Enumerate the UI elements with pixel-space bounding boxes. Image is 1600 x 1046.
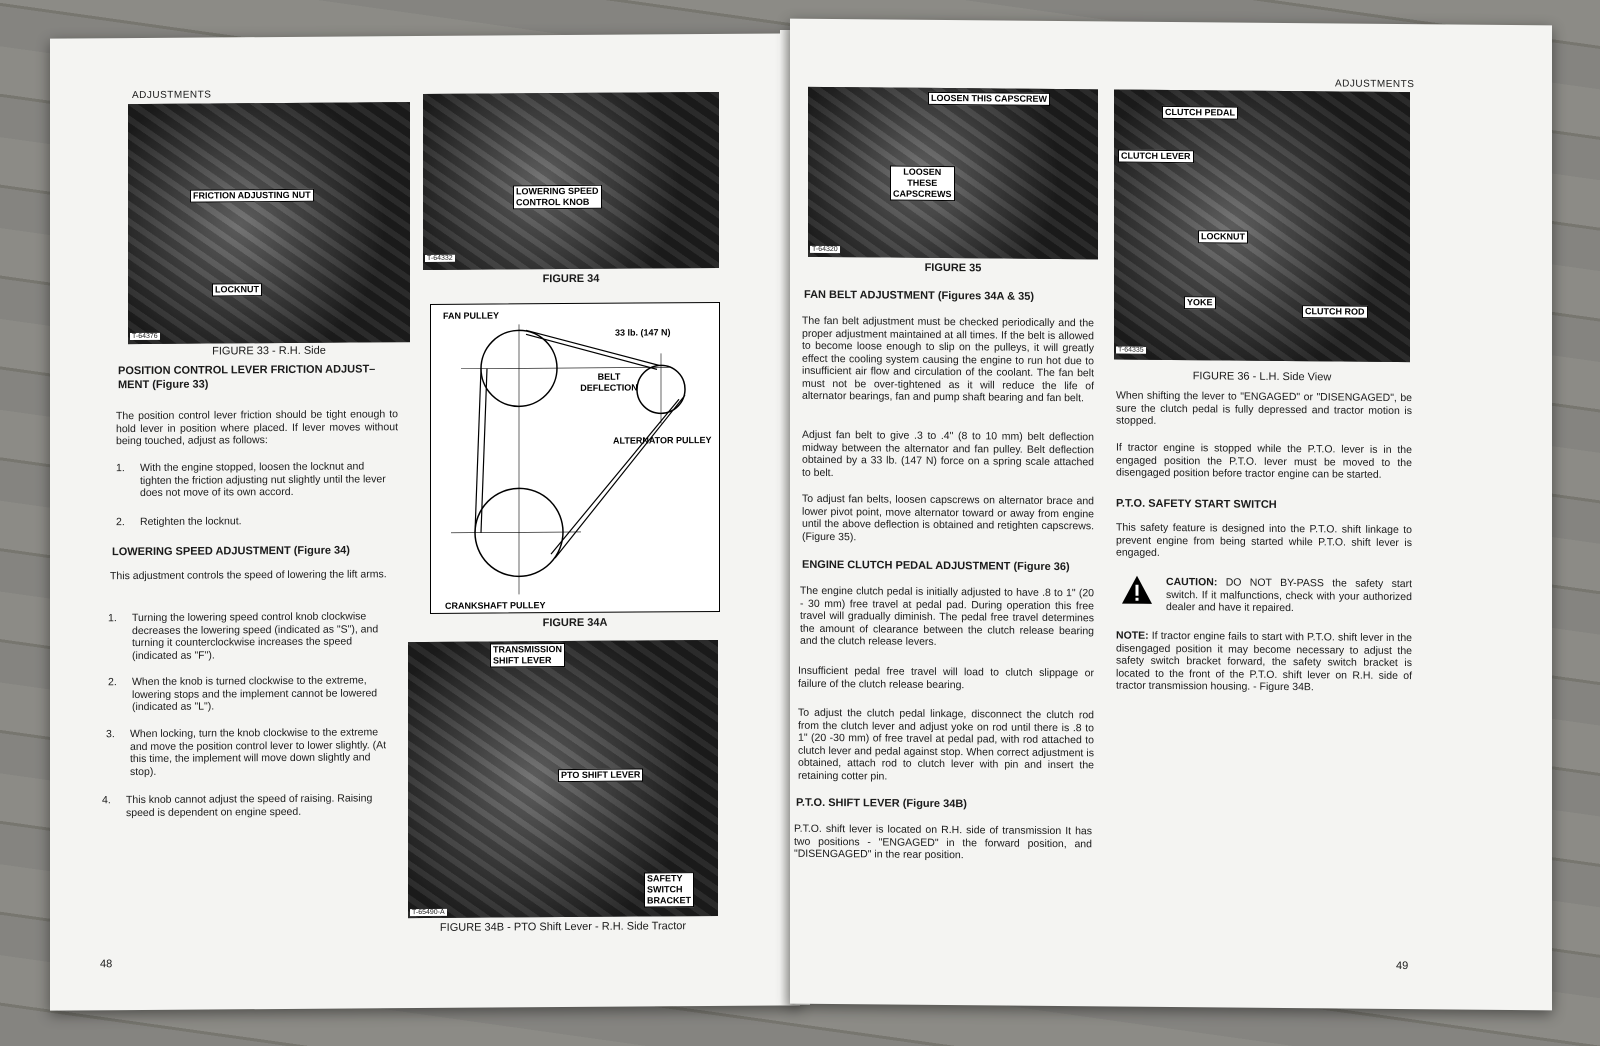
belt-lines xyxy=(451,324,686,595)
page-number: 49 xyxy=(1396,959,1409,973)
section-heading: P.T.O. SAFETY START SWITCH xyxy=(1116,497,1277,511)
label-loosen-this-capscrew: LOOSEN THIS CAPSCREW xyxy=(928,91,1051,106)
list-item: 1.Turning the lowering speed control kno… xyxy=(108,610,379,662)
paragraph: To adjust the clutch pedal linkage, disc… xyxy=(798,706,1094,783)
figure-34b-caption: FIGURE 34B - PTO Shift Lever - R.H. Side… xyxy=(439,920,687,934)
paragraph: When shifting the lever to "ENGAGED" or … xyxy=(1116,389,1412,427)
page-header: ADJUSTMENTS xyxy=(132,89,212,102)
label-crankshaft-pulley: CRANKSHAFT PULLEY xyxy=(445,600,545,611)
label-deflection: DEFLECTION xyxy=(580,383,637,393)
section-heading: LOWERING SPEED ADJUSTMENT (Figure 34) xyxy=(112,544,350,559)
figure-33-caption: FIGURE 33 - R.H. Side xyxy=(212,344,326,358)
note-notice: NOTE: If tractor engine fails to start w… xyxy=(1116,629,1412,694)
figure-code: T-64335 xyxy=(1116,346,1146,354)
paragraph: This adjustment controls the speed of lo… xyxy=(110,568,387,583)
page-header: ADJUSTMENTS xyxy=(1335,78,1415,91)
figure-code: T-64320 xyxy=(810,245,840,254)
paragraph: This safety feature is designed into the… xyxy=(1116,521,1412,559)
section-heading: FAN BELT ADJUSTMENT (Figures 34A & 35) xyxy=(804,288,1035,303)
section-heading: ENGINE CLUTCH PEDAL ADJUSTMENT (Figure 3… xyxy=(802,558,1070,574)
section-heading: POSITION CONTROL LEVER FRICTION ADJUST–M… xyxy=(118,363,376,392)
paragraph: Adjust fan belt to give .3 to .4" (8 to … xyxy=(802,428,1094,479)
figure-code: T-64376 xyxy=(130,332,160,341)
paragraph: The fan belt adjustment must be checked … xyxy=(802,314,1094,405)
figure-33-photo: FRICTION ADJUSTING NUT LOCKNUT T-64376 xyxy=(128,102,410,345)
list-item: 3.When locking, turn the knob clockwise … xyxy=(106,726,387,778)
label-friction-adjusting-nut: FRICTION ADJUSTING NUT xyxy=(190,188,314,203)
list-item: 4.This knob cannot adjust the speed of r… xyxy=(102,792,373,819)
label-force: 33 lb. (147 N) xyxy=(615,327,671,337)
label-belt: BELT xyxy=(598,372,621,382)
page-number: 48 xyxy=(100,958,113,971)
caution-notice: CAUTION: DO NOT BY-PASS the safety start… xyxy=(1166,575,1412,615)
figure-34-caption: FIGURE 34 xyxy=(542,272,600,286)
figure-35-caption: FIGURE 35 xyxy=(924,261,982,275)
label-locknut: LOCKNUT xyxy=(212,283,262,297)
section-heading: P.T.O. SHIFT LEVER (Figure 34B) xyxy=(796,796,967,811)
label-fan-pulley: FAN PULLEY xyxy=(443,310,499,320)
paragraph: The engine clutch pedal is initially adj… xyxy=(800,584,1094,648)
figure-36-photo: CLUTCH PEDAL CLUTCH LEVER LOCKNUT YOKE C… xyxy=(1114,89,1410,363)
paragraph: Insufficient pedal free travel will load… xyxy=(798,664,1094,691)
list-item: 1.With the engine stopped, loosen the lo… xyxy=(116,460,386,499)
paragraph: The position control lever friction shou… xyxy=(116,408,398,448)
label-locknut: LOCKNUT xyxy=(1198,230,1248,244)
figure-34a-caption: FIGURE 34A xyxy=(542,616,608,630)
paragraph: To adjust fan belts, loosen capscrews on… xyxy=(802,492,1094,543)
left-page: ADJUSTMENTS FRICTION ADJUSTING NUT LOCKN… xyxy=(50,33,800,1011)
label-yoke: YOKE xyxy=(1184,296,1216,310)
label-alternator-pulley: ALTERNATOR PULLEY xyxy=(613,435,711,446)
label-pto-shift-lever: PTO SHIFT LEVER xyxy=(558,768,644,783)
list-item: 2.Retighten the locknut. xyxy=(116,515,242,529)
list-item: 2.When the knob is turned clockwise to t… xyxy=(108,674,378,714)
figure-36-caption: FIGURE 36 - L.H. Side View xyxy=(1192,370,1332,384)
figure-code: T-65490-A xyxy=(410,908,447,917)
warning-triangle-icon xyxy=(1122,575,1152,604)
figure-34a-diagram: FAN PULLEY 33 lb. (147 N) BELT DEFLECTIO… xyxy=(430,301,720,614)
paragraph: P.T.O. shift lever is located on R.H. si… xyxy=(794,822,1092,862)
paragraph: If tractor engine is stopped while the P… xyxy=(1116,441,1412,481)
label-clutch-rod: CLUTCH ROD xyxy=(1302,305,1368,319)
figure-code: T-64332 xyxy=(425,254,455,262)
label-clutch-pedal: CLUTCH PEDAL xyxy=(1162,105,1238,120)
label-clutch-lever: CLUTCH LEVER xyxy=(1118,149,1194,164)
